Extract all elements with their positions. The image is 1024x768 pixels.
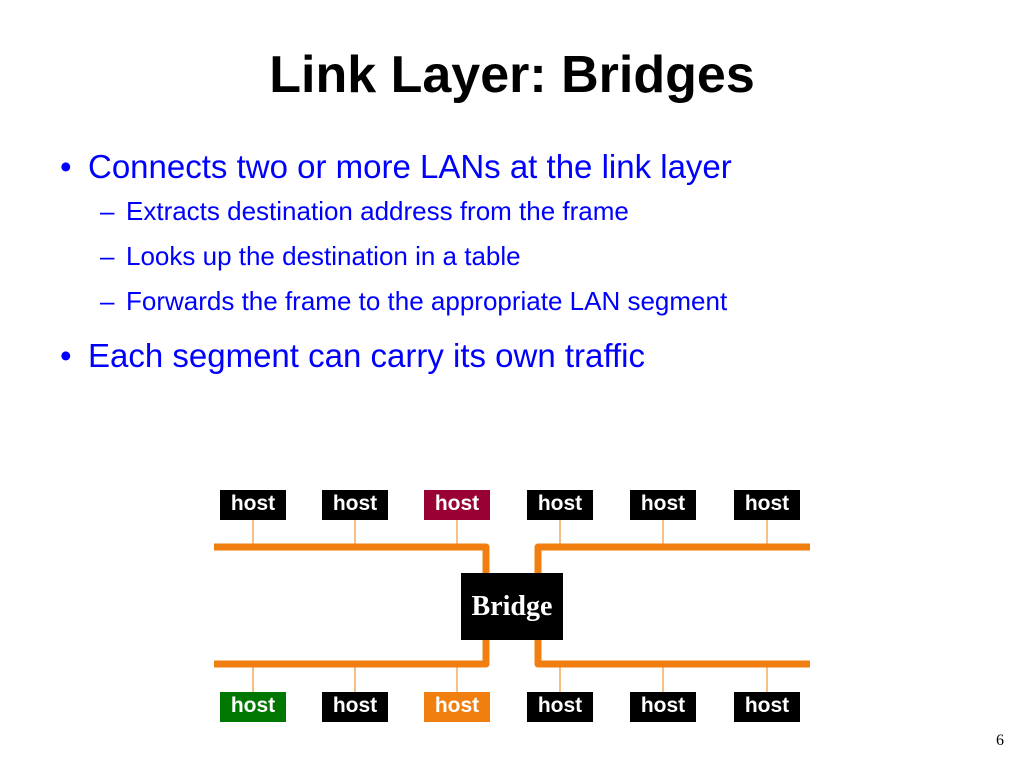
sub-bullet-item: – Looks up the destination in a table	[60, 234, 1000, 279]
top-host-box: host	[322, 490, 388, 520]
dash-mark: –	[100, 286, 115, 316]
page-number: 6	[996, 732, 1004, 749]
bottom-host-box: host	[527, 692, 593, 722]
segment-top-left	[214, 543, 490, 573]
bottom-host-box: host	[220, 692, 286, 722]
sub-bullet-text: Extracts destination address from the fr…	[126, 196, 629, 226]
bullet-mark: •	[60, 148, 72, 185]
sub-bullet-item: – Extracts destination address from the …	[60, 189, 1000, 234]
top-host-box: host	[630, 490, 696, 520]
lan-segments	[214, 543, 810, 668]
segment-bottom-left	[214, 640, 490, 668]
bottom-host-box: host	[322, 692, 388, 722]
top-host-box: host	[527, 490, 593, 520]
dash-mark: –	[100, 196, 115, 226]
top-host-box: host	[424, 490, 490, 520]
host-drop-lines	[252, 520, 768, 692]
sub-bullet-item: – Forwards the frame to the appropriate …	[60, 279, 1000, 324]
bullet-text: Each segment can carry its own traffic	[88, 337, 645, 374]
bottom-host-box: host	[424, 692, 490, 722]
top-host-box: host	[734, 490, 800, 520]
top-host-box: host	[220, 490, 286, 520]
bottom-host-box: host	[630, 692, 696, 722]
dash-mark: –	[100, 241, 115, 271]
sub-bullet-text: Looks up the destination in a table	[126, 241, 521, 271]
bullet-mark: •	[60, 337, 72, 374]
bottom-host-box: host	[734, 692, 800, 722]
sub-bullet-text: Forwards the frame to the appropriate LA…	[126, 286, 728, 316]
bullet-item: • Each segment can carry its own traffic	[60, 334, 1000, 378]
bullet-list: • Connects two or more LANs at the link …	[60, 145, 1000, 378]
segment-bottom-right	[534, 640, 810, 668]
segment-top-right	[534, 543, 810, 573]
slide-title: Link Layer: Bridges	[269, 46, 755, 104]
bullet-item: • Connects two or more LANs at the link …	[60, 145, 1000, 189]
bridge-box: Bridge	[461, 573, 563, 640]
bullet-text: Connects two or more LANs at the link la…	[88, 148, 732, 185]
